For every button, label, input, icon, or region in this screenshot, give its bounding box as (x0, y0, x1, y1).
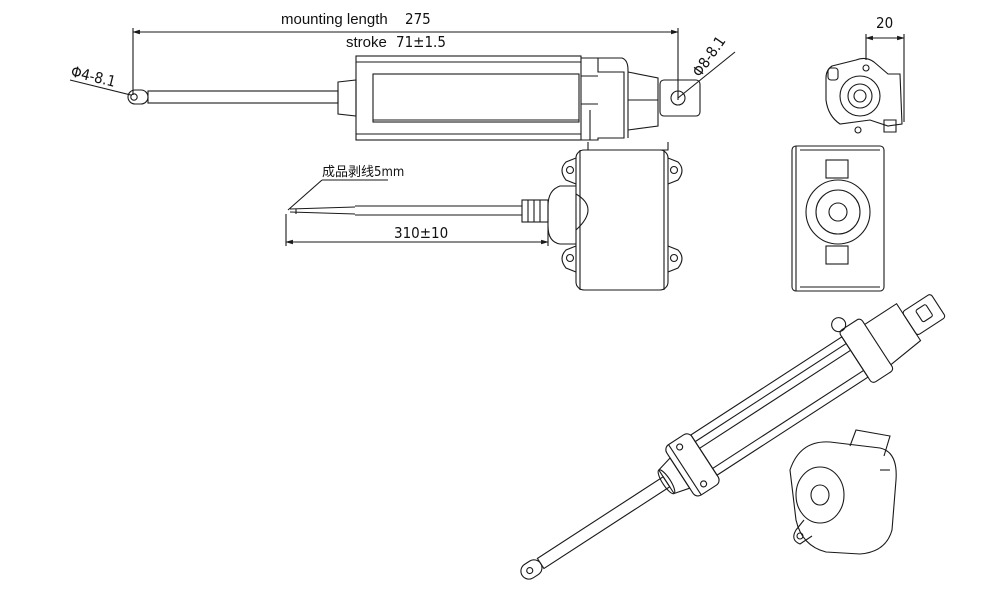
cable-strip-note: 成品剥线5mm (322, 165, 404, 180)
side-width-dimension: 20 (876, 14, 893, 32)
mounting-length-value: 275 (405, 10, 431, 28)
side-view (69, 28, 736, 291)
end-view (791, 34, 905, 292)
cable-length-dimension: 310±10 (394, 224, 448, 242)
stroke-label: stroke (346, 34, 387, 51)
rod-hole-dimension: Φ4-8.1 (69, 62, 118, 90)
stroke-value: 71±1.5 (396, 33, 446, 51)
isometric-view (520, 294, 946, 580)
mounting-length-label: mounting length (281, 11, 388, 28)
